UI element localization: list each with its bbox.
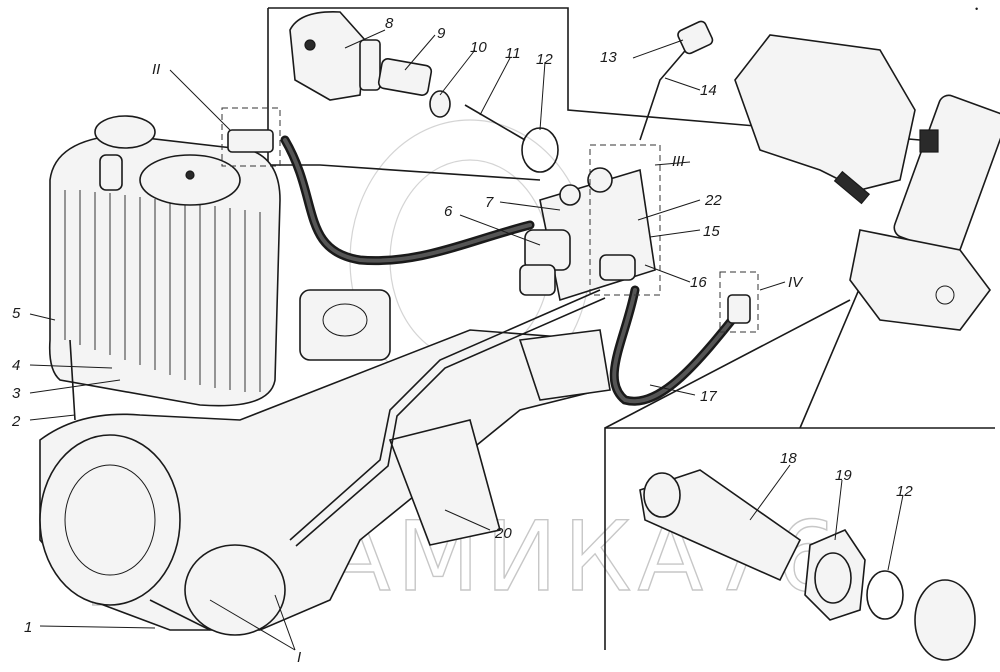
steering-unit xyxy=(734,34,1000,331)
label-22: 22 xyxy=(704,192,722,209)
view-IV-frame xyxy=(719,271,759,333)
label-20: 20 xyxy=(494,525,512,542)
inset-leader-bottom xyxy=(604,299,851,429)
connector-II xyxy=(227,129,274,153)
valve-block xyxy=(519,144,661,302)
view-label-III: III xyxy=(672,153,685,170)
oil-tank xyxy=(48,115,281,407)
label-5: 5 xyxy=(12,305,21,322)
label-19: 19 xyxy=(835,467,852,484)
hoses xyxy=(69,44,745,631)
view-label-I: I xyxy=(297,649,301,666)
label-9: 9 xyxy=(437,25,446,42)
view-label-II: II xyxy=(152,61,160,78)
label-15: 15 xyxy=(703,223,720,240)
label-10: 10 xyxy=(470,39,487,56)
label-1: 1 xyxy=(24,619,32,636)
label-13: 13 xyxy=(600,49,617,66)
transmission-housing xyxy=(39,289,611,636)
connector-IV xyxy=(727,294,751,324)
fitting-parts-inset xyxy=(639,469,976,661)
label-7: 7 xyxy=(485,194,494,211)
label-17: 17 xyxy=(700,388,717,405)
label-2: 2 xyxy=(11,413,21,430)
filter-parts-inset xyxy=(289,11,714,173)
label-8: 8 xyxy=(385,15,394,32)
label-4: 4 xyxy=(12,357,20,374)
corner-mark: • xyxy=(975,4,978,14)
label-16: 16 xyxy=(690,274,707,291)
label-11: 11 xyxy=(505,45,521,62)
label-6: 6 xyxy=(444,203,453,220)
inset-frame-top xyxy=(268,7,921,141)
label-12: 12 xyxy=(536,51,553,68)
label-18: 18 xyxy=(780,450,797,467)
view-label-IV: IV xyxy=(788,274,804,291)
label-3: 3 xyxy=(12,385,21,402)
leader-lines xyxy=(29,29,904,651)
label-12-repeat: 12 xyxy=(896,483,913,500)
label-14: 14 xyxy=(700,82,717,99)
view-II-frame xyxy=(221,107,281,167)
